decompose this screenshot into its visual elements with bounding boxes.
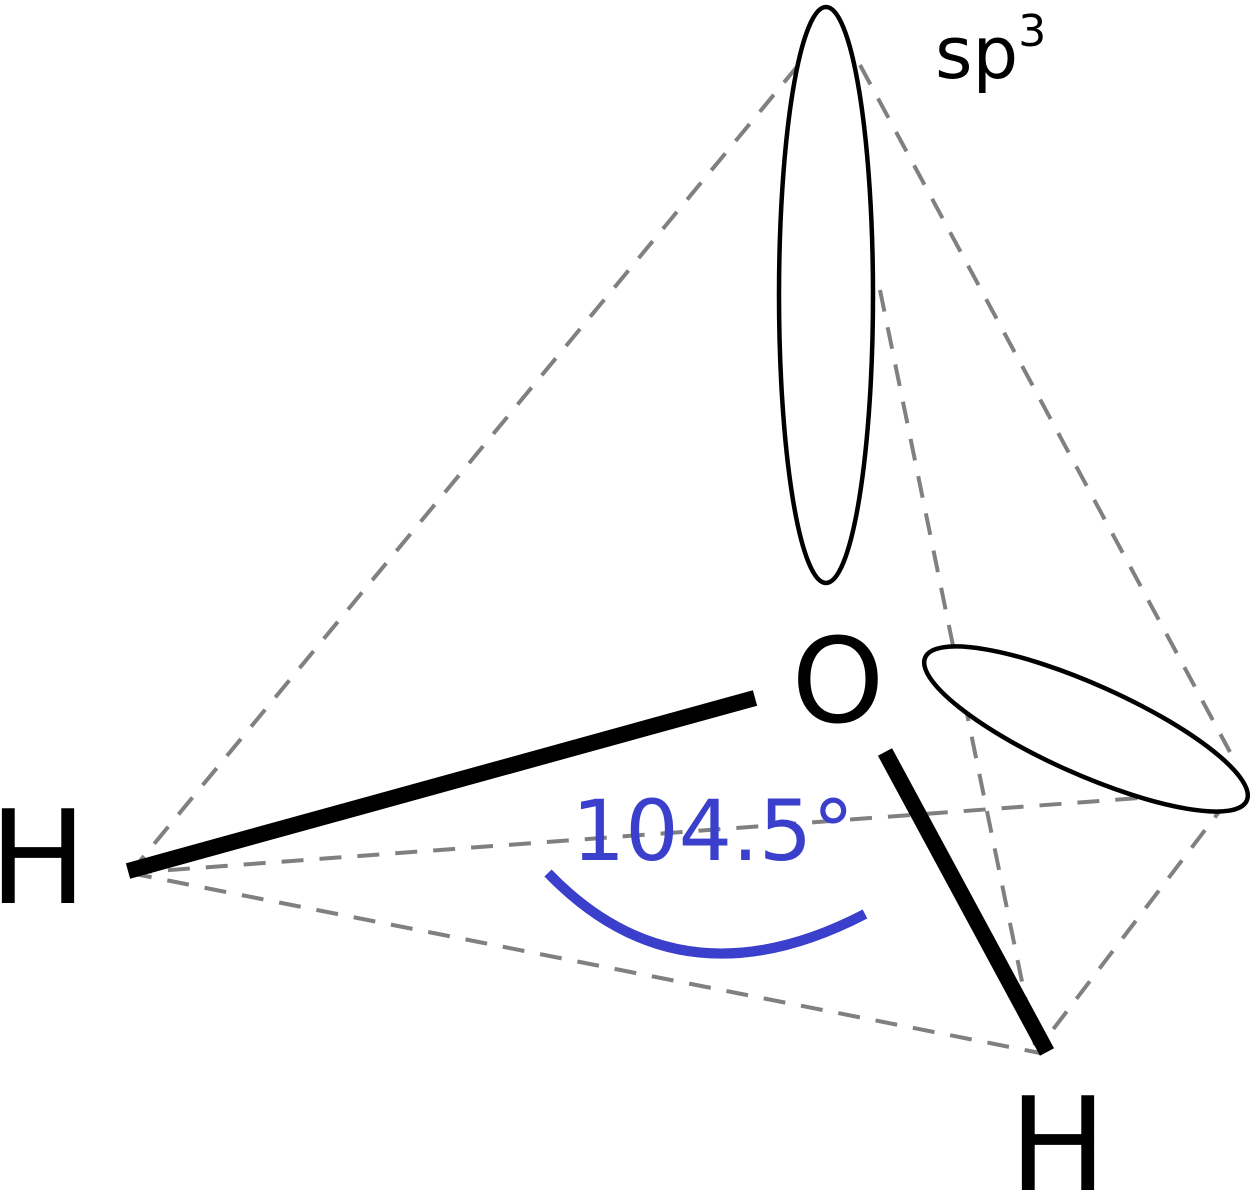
edge-hleft-right bbox=[129, 793, 1181, 875]
hybridization-label: sp3 bbox=[935, 6, 1046, 95]
central-atom-label: O bbox=[792, 612, 885, 750]
tetrahedron-edges bbox=[128, 43, 1232, 1055]
bond-o-hbottom bbox=[877, 748, 1055, 1056]
bottom-hydrogen-label: H bbox=[1009, 1069, 1107, 1200]
edge-top-right bbox=[858, 64, 1232, 753]
left-hydrogen-label: H bbox=[0, 782, 87, 934]
bond-o-hleft bbox=[125, 690, 758, 879]
bond-angle-arc bbox=[544, 869, 868, 959]
edge-hleft-hbottom bbox=[129, 871, 1041, 1055]
hybridization-superscript: 3 bbox=[1018, 6, 1046, 57]
bond-angle-label: 104.5° bbox=[572, 782, 854, 880]
lone-pair-lobe-diagonal bbox=[921, 644, 1251, 814]
lone-pair-lobe-vertical bbox=[776, 4, 876, 586]
hybridization-base: sp bbox=[935, 11, 1018, 95]
edge-right-hbottom bbox=[1043, 798, 1230, 1042]
edge-hleft-top bbox=[128, 43, 817, 875]
